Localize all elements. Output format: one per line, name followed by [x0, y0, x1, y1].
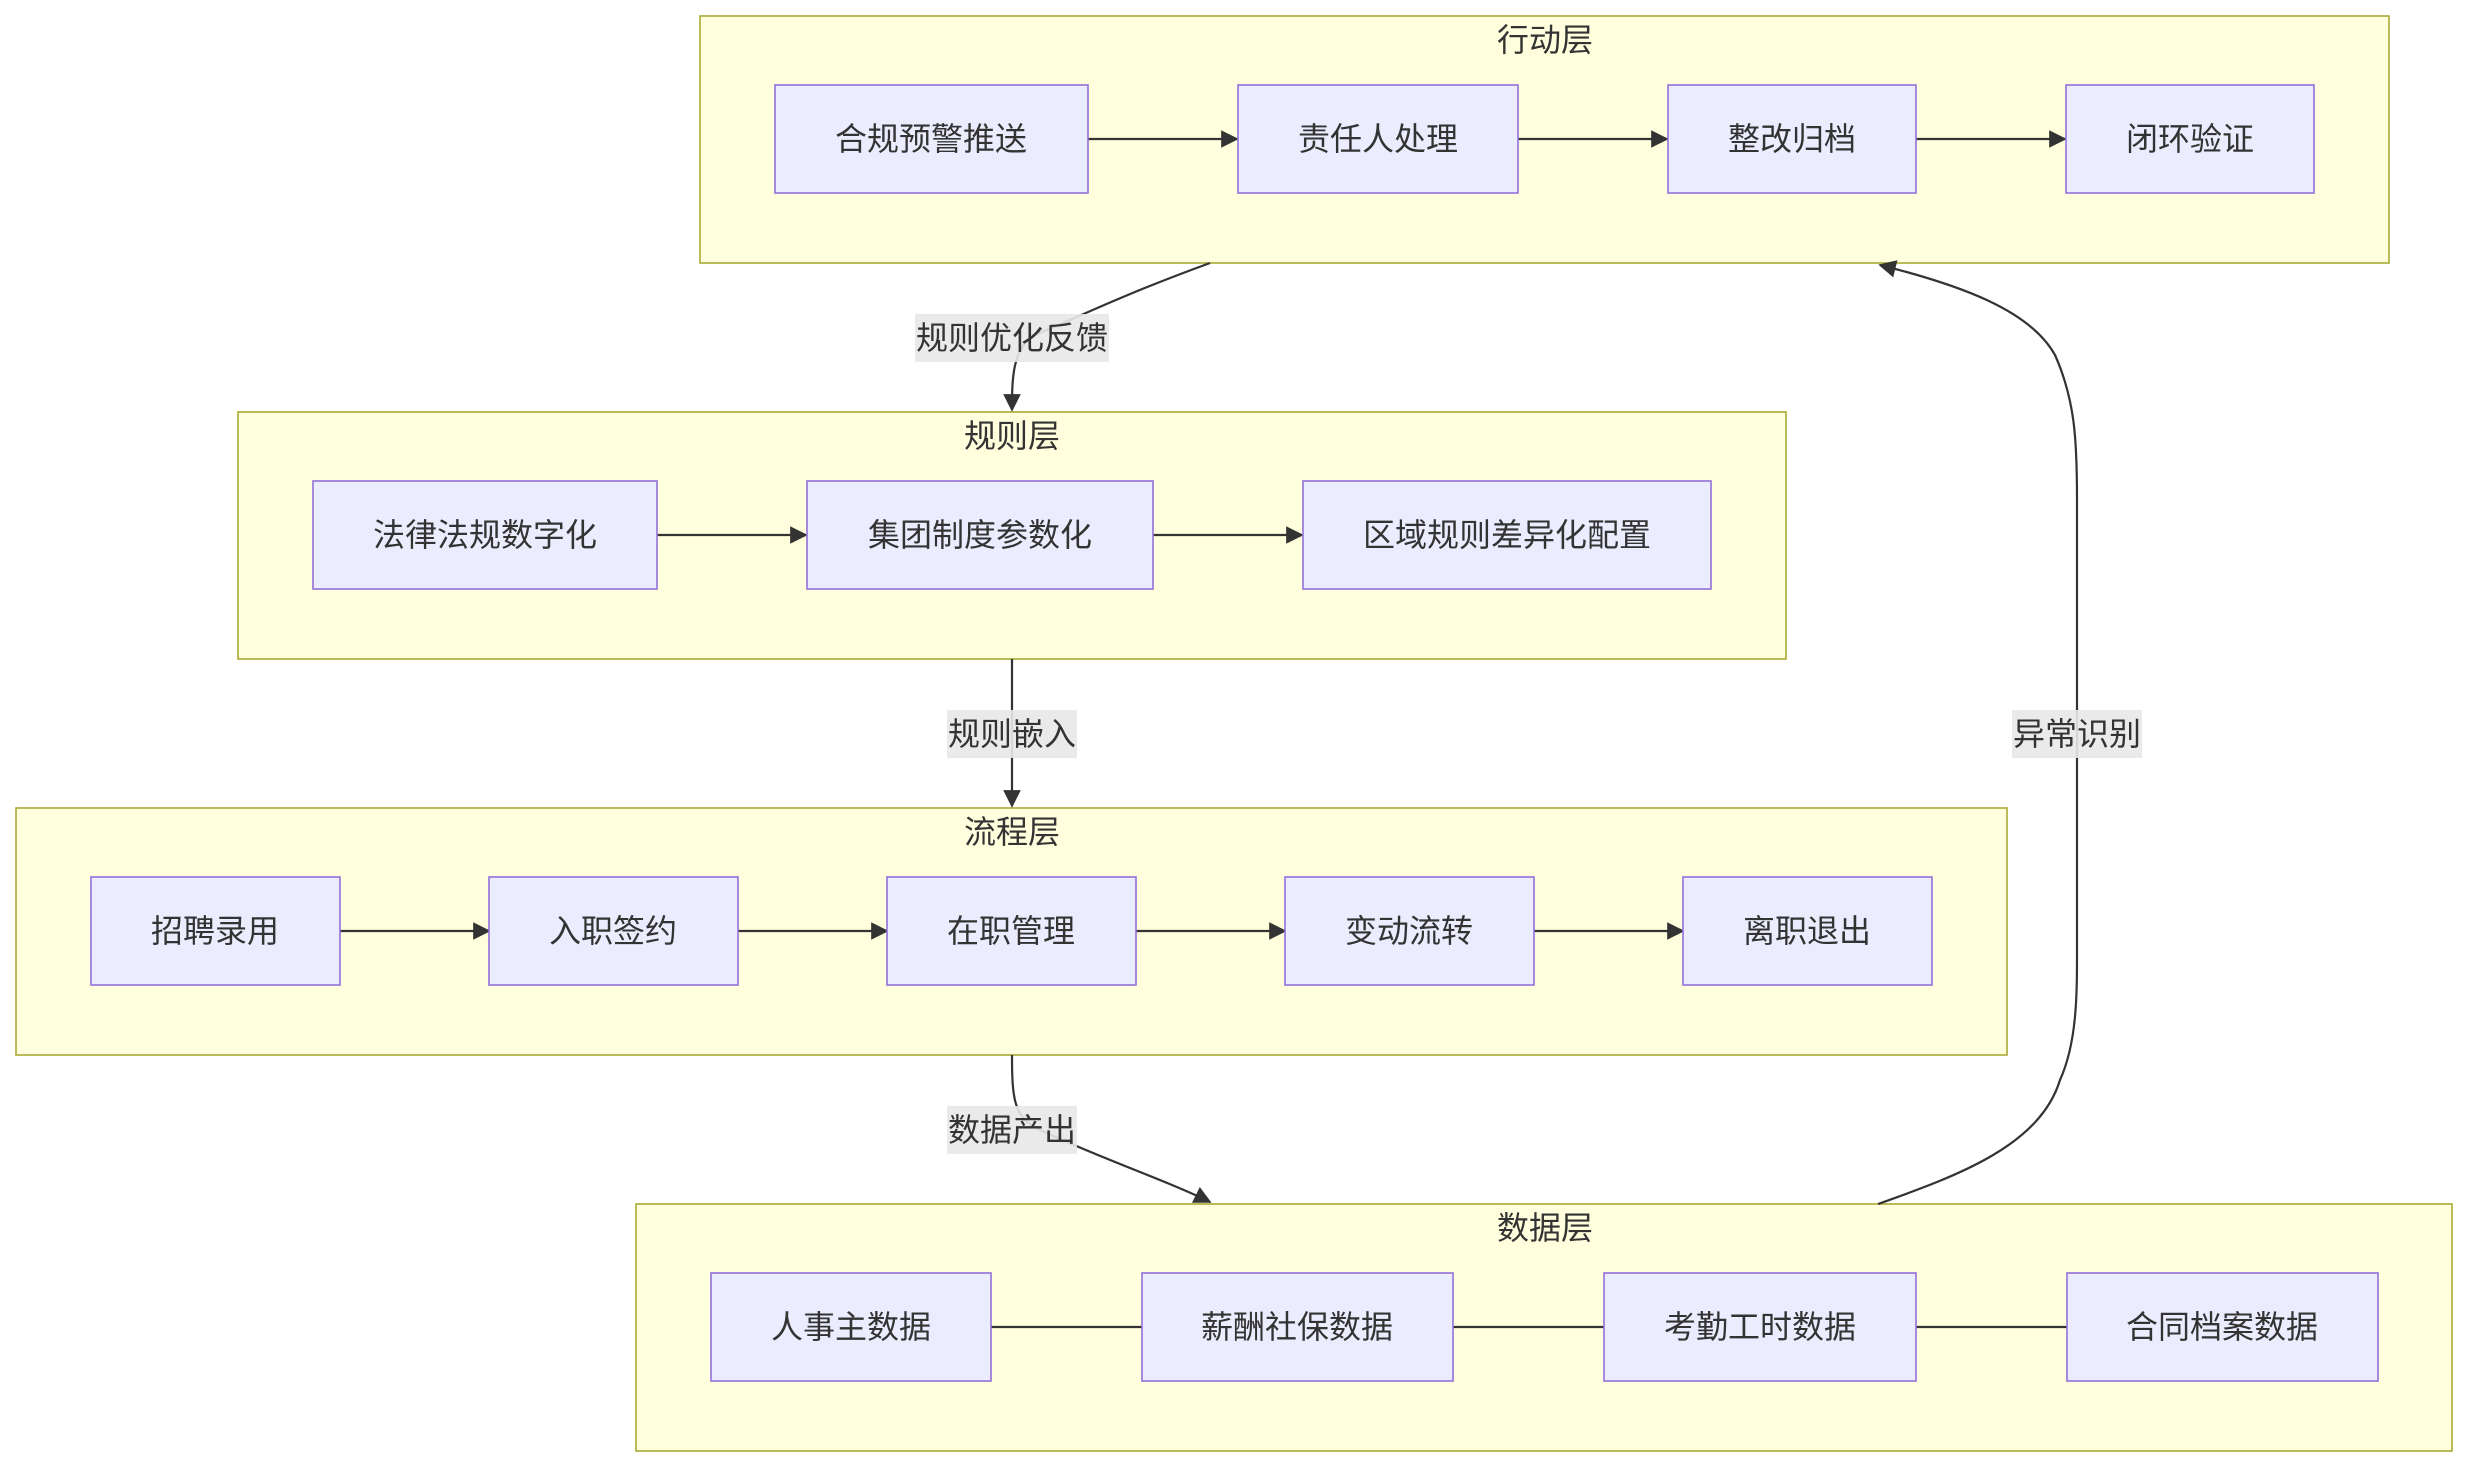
node-employment-management[interactable]: 在职管理 — [886, 876, 1137, 986]
svg-text:规则优化反馈: 规则优化反馈 — [916, 319, 1108, 357]
action-layer-title: 行动层 — [1497, 21, 1593, 59]
node-policy-parameterization[interactable]: 集团制度参数化 — [806, 480, 1154, 590]
node-compliance-alert-push[interactable]: 合规预警推送 — [774, 84, 1089, 194]
svg-text:整改归档: 整改归档 — [1728, 120, 1856, 158]
node-hr-master-data[interactable]: 人事主数据 — [710, 1272, 992, 1382]
node-rectification-archive[interactable]: 整改归档 — [1667, 84, 1917, 194]
node-payroll-social-data[interactable]: 薪酬社保数据 — [1141, 1272, 1454, 1382]
node-job-transfer[interactable]: 变动流转 — [1284, 876, 1535, 986]
data-layer-title: 数据层 — [1497, 1209, 1593, 1247]
svg-text:考勤工时数据: 考勤工时数据 — [1664, 1308, 1856, 1346]
node-regional-rule-config[interactable]: 区域规则差异化配置 — [1302, 480, 1712, 590]
rules-layer-title: 规则层 — [964, 417, 1060, 455]
svg-text:闭环验证: 闭环验证 — [2126, 120, 2254, 158]
node-onboarding[interactable]: 入职签约 — [488, 876, 739, 986]
edge-label-rule-embed: 规则嵌入 — [947, 710, 1077, 758]
node-recruitment[interactable]: 招聘录用 — [90, 876, 341, 986]
svg-text:招聘录用: 招聘录用 — [151, 912, 279, 950]
node-law-digitization[interactable]: 法律法规数字化 — [312, 480, 658, 590]
svg-text:变动流转: 变动流转 — [1345, 912, 1473, 950]
svg-text:离职退出: 离职退出 — [1743, 912, 1871, 950]
svg-text:集团制度参数化: 集团制度参数化 — [868, 516, 1092, 554]
edge-label-data-output: 数据产出 — [947, 1106, 1077, 1154]
svg-text:合规预警推送: 合规预警推送 — [835, 120, 1027, 158]
svg-text:人事主数据: 人事主数据 — [771, 1308, 931, 1346]
svg-text:数据产出: 数据产出 — [948, 1111, 1076, 1149]
svg-text:薪酬社保数据: 薪酬社保数据 — [1201, 1308, 1393, 1346]
node-responsible-handling[interactable]: 责任人处理 — [1237, 84, 1519, 194]
svg-text:规则嵌入: 规则嵌入 — [948, 715, 1076, 753]
svg-text:区域规则差异化配置: 区域规则差异化配置 — [1363, 516, 1651, 554]
svg-text:入职签约: 入职签约 — [549, 912, 677, 950]
process-layer-title: 流程层 — [964, 813, 1060, 851]
svg-text:合同档案数据: 合同档案数据 — [2126, 1308, 2318, 1346]
svg-text:在职管理: 在职管理 — [947, 912, 1075, 950]
svg-text:异常识别: 异常识别 — [2013, 715, 2141, 753]
svg-text:责任人处理: 责任人处理 — [1298, 120, 1458, 158]
edge-label-rule-feedback: 规则优化反馈 — [915, 314, 1109, 362]
edge-label-anomaly-detection: 异常识别 — [2012, 710, 2142, 758]
node-offboarding[interactable]: 离职退出 — [1682, 876, 1933, 986]
svg-text:法律法规数字化: 法律法规数字化 — [373, 516, 597, 554]
node-attendance-data[interactable]: 考勤工时数据 — [1603, 1272, 1917, 1382]
node-contract-archive-data[interactable]: 合同档案数据 — [2066, 1272, 2379, 1382]
node-closed-loop-verify[interactable]: 闭环验证 — [2065, 84, 2315, 194]
